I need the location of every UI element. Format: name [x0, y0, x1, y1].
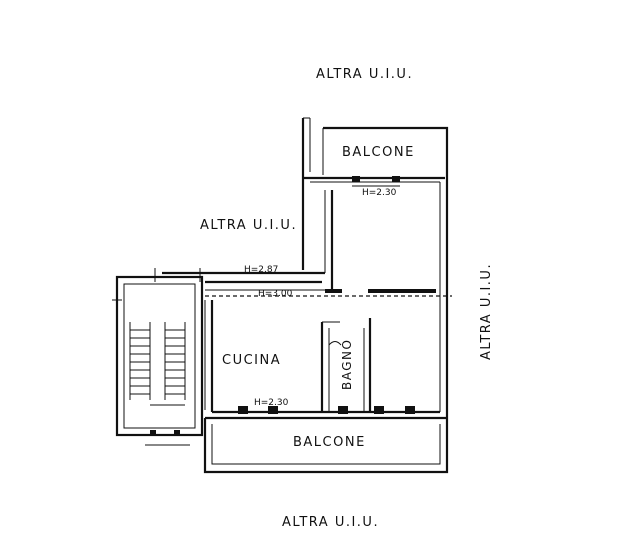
label-left-neighbor: ALTRA U.I.U.: [200, 218, 297, 233]
balcony-top: [301, 117, 449, 175]
label-right-neighbor: ALTRA U.I.U.: [479, 263, 494, 360]
height-corridor-lower: H=3.00: [258, 289, 293, 299]
partitions: [205, 289, 452, 412]
height-corridor-upper: H=2.87: [244, 265, 278, 275]
stairwell: [112, 268, 204, 446]
label-cucina: CUCINA: [222, 353, 281, 368]
height-cucina: H=2.30: [254, 398, 289, 408]
windows: [238, 176, 415, 414]
balcony-bottom: [203, 418, 449, 474]
label-bagno: BAGNO: [340, 339, 354, 390]
label-bottom-neighbor: ALTRA U.I.U.: [282, 515, 379, 530]
height-balcone-top: H=2.30: [362, 188, 397, 198]
label-balcone-top: BALCONE: [342, 145, 415, 160]
label-balcone-bottom: BALCONE: [293, 435, 366, 450]
label-top-neighbor: ALTRA U.I.U.: [316, 67, 413, 82]
outer-walls: [162, 172, 449, 420]
